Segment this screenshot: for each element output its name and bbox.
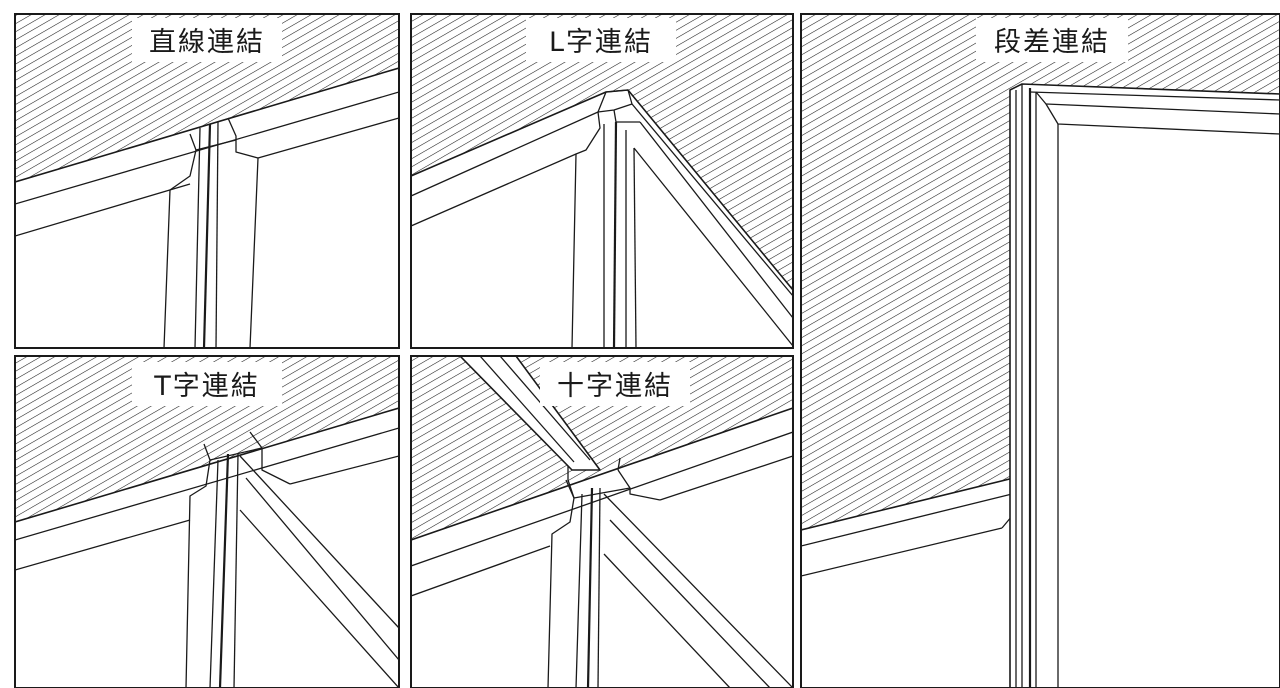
panel-straight xyxy=(15,14,399,348)
svg-text:段差連結: 段差連結 xyxy=(994,27,1110,58)
panel-cross xyxy=(411,356,793,688)
partition-panel-low xyxy=(801,473,1031,688)
partition-panel xyxy=(15,407,399,688)
panel-l-shape xyxy=(411,14,793,348)
label-cross: 十字連結 xyxy=(540,362,690,406)
svg-text:十字連結: 十字連結 xyxy=(557,371,673,402)
partition-panel xyxy=(411,407,793,688)
partition-panel-high xyxy=(1009,83,1280,688)
panel-t-shape xyxy=(15,356,399,688)
svg-text:L字連結: L字連結 xyxy=(549,27,653,58)
panel-step xyxy=(801,14,1280,688)
label-t-shape: T字連結 xyxy=(132,362,282,406)
label-l-shape: L字連結 xyxy=(526,18,676,62)
svg-text:T字連結: T字連結 xyxy=(153,371,260,402)
svg-text:直線連結: 直線連結 xyxy=(149,27,265,58)
label-straight: 直線連結 xyxy=(132,18,282,62)
label-step: 段差連結 xyxy=(976,18,1128,62)
